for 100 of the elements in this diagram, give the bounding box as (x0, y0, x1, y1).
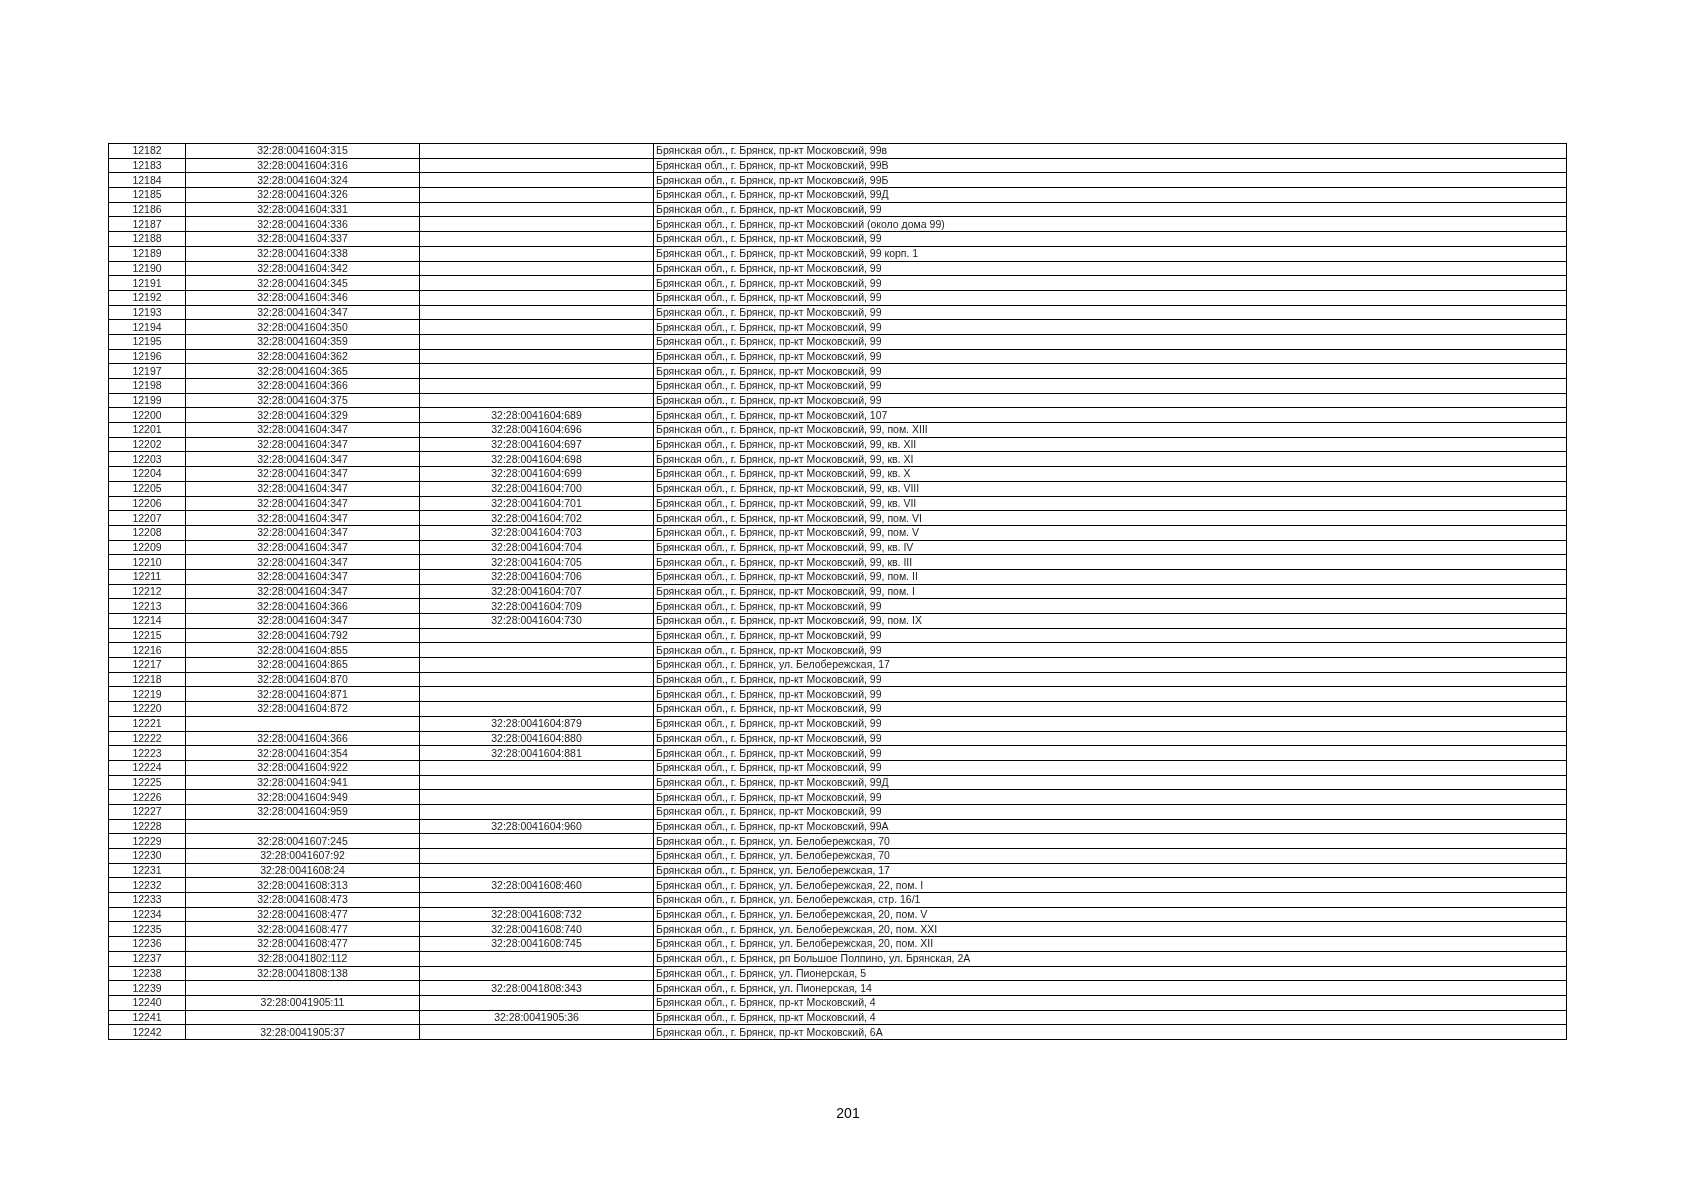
cadastral-number: 32:28:0041604:337 (185, 231, 420, 247)
cadastral-number: 32:28:0041604:347 (185, 613, 420, 629)
address-text: Брянская обл., г. Брянск, пр-кт Московский, 99 (653, 290, 1567, 306)
cadastral-number: 32:28:0041607:92 (185, 848, 420, 864)
row-number: 12221 (108, 716, 186, 731)
address-text: Брянская обл., г. Брянск, пр-кт Московский, 99 корп. 1 (653, 246, 1567, 261)
cadastral-number: 32:28:0041604:346 (185, 290, 420, 306)
row-number: 12204 (108, 466, 186, 482)
address-text: Брянская обл., г. Брянск, пр-кт Московский, 99 (653, 393, 1567, 408)
row-number: 12239 (108, 980, 186, 996)
row-number: 12225 (108, 775, 186, 790)
cadastral-number: 32:28:0041608:477 (185, 907, 420, 922)
address-text: Брянская обл., г. Брянск, пр-кт Московский, 99 (653, 202, 1567, 217)
address-text: Брянская обл., г. Брянск, пр-кт Московский, 99 (653, 378, 1567, 394)
cadastral-number: 32:28:0041604:705 (419, 554, 654, 570)
address-text: Брянская обл., г. Брянск, пр-кт Московский, 99, кв. III (653, 554, 1567, 570)
row-number: 12238 (108, 966, 186, 981)
address-text: Брянская обл., г. Брянск, пр-кт Московский, 99 (653, 745, 1567, 761)
cadastral-number: 32:28:0041604:347 (185, 305, 420, 320)
address-text: Брянская обл., г. Брянск, ул. Пионерская, 14 (653, 980, 1567, 996)
cadastral-number: 32:28:0041604:347 (185, 569, 420, 585)
row-number: 12240 (108, 995, 186, 1011)
row-number: 12186 (108, 202, 186, 217)
row-number: 12217 (108, 657, 186, 673)
row-number: 12189 (108, 246, 186, 261)
address-text: Брянская обл., г. Брянск, пр-кт Московский (около дома 99) (653, 216, 1567, 232)
cadastral-number: 32:28:0041604:855 (185, 642, 420, 658)
address-text: Брянская обл., г. Брянск, пр-кт Московский, 99, кв. X (653, 466, 1567, 482)
cadastral-number: 32:28:0041604:870 (185, 672, 420, 687)
row-number: 12234 (108, 907, 186, 922)
row-number: 12202 (108, 437, 186, 452)
cadastral-number: 32:28:0041604:366 (185, 378, 420, 394)
cadastral-number: 32:28:0041604:881 (419, 745, 654, 761)
row-number: 12197 (108, 363, 186, 379)
address-text: Брянская обл., г. Брянск, пр-кт Московский, 4 (653, 995, 1567, 1011)
cadastral-number: 32:28:0041604:696 (419, 422, 654, 438)
cadastral-number: 32:28:0041604:704 (419, 540, 654, 555)
row-number: 12242 (108, 1024, 186, 1040)
cadastral-number: 32:28:0041604:872 (185, 701, 420, 717)
cadastral-number: 32:28:0041604:316 (185, 158, 420, 173)
cadastral-number: 32:28:0041608:732 (419, 907, 654, 922)
cadastral-number: 32:28:0041604:347 (185, 584, 420, 599)
row-number: 12196 (108, 349, 186, 364)
row-number: 12223 (108, 745, 186, 761)
address-text: Брянская обл., г. Брянск, ул. Белобережская, 70 (653, 833, 1567, 849)
address-text: Брянская обл., г. Брянск, пр-кт Московский, 99 (653, 363, 1567, 379)
cadastral-number: 32:28:0041604:331 (185, 202, 420, 217)
address-text: Брянская обл., г. Брянск, ул. Пионерская, 5 (653, 966, 1567, 981)
address-text: Брянская обл., г. Брянск, ул. Белобережская, 20, пом. V (653, 907, 1567, 922)
address-text: Брянская обл., г. Брянск, пр-кт Московский, 99 (653, 261, 1567, 276)
address-text: Брянская обл., г. Брянск, пр-кт Московский, 99 (653, 731, 1567, 746)
address-text: Брянская обл., г. Брянск, пр-кт Московский, 107 (653, 407, 1567, 423)
cadastral-number: 32:28:0041604:698 (419, 451, 654, 467)
cadastral-number: 32:28:0041608:473 (185, 892, 420, 908)
cadastral-number: 32:28:0041604:701 (419, 496, 654, 511)
address-text: Брянская обл., г. Брянск, пр-кт Московский, 99Д (653, 187, 1567, 203)
address-text: Брянская обл., г. Брянск, пр-кт Московский, 99 (653, 598, 1567, 614)
address-text: Брянская обл., г. Брянск, пр-кт Московский, 99, кв. VII (653, 496, 1567, 511)
row-number: 12207 (108, 510, 186, 526)
address-text: Брянская обл., г. Брянск, пр-кт Московский, 99 (653, 275, 1567, 291)
cadastral-number: 32:28:0041604:342 (185, 261, 420, 276)
row-number: 12224 (108, 760, 186, 776)
cadastral-number: 32:28:0041808:343 (419, 980, 654, 996)
cadastral-number: 32:28:0041802:112 (185, 951, 420, 966)
cadastral-number: 32:28:0041604:871 (185, 686, 420, 702)
cadastral-number: 32:28:0041604:689 (419, 407, 654, 423)
cadastral-number: 32:28:0041905:36 (419, 1010, 654, 1025)
address-text: Брянская обл., г. Брянск, пр-кт Московский, 99В (653, 158, 1567, 173)
address-text: Брянская обл., г. Брянск, ул. Белобережская, 20, пом. XXI (653, 921, 1567, 937)
address-text: Брянская обл., г. Брянск, пр-кт Московский, 6А (653, 1024, 1567, 1040)
address-text: Брянская обл., г. Брянск, пр-кт Московский, 99 (653, 701, 1567, 717)
cadastral-number: 32:28:0041604:879 (419, 716, 654, 731)
address-text: Брянская обл., г. Брянск, пр-кт Московский, 99 (653, 789, 1567, 805)
row-number: 12201 (108, 422, 186, 438)
address-text: Брянская обл., г. Брянск, пр-кт Московский, 99 (653, 760, 1567, 776)
address-text: Брянская обл., г. Брянск, пр-кт Московский, 99, кв. IV (653, 540, 1567, 555)
cadastral-number: 32:28:0041604:347 (185, 422, 420, 438)
row-number: 12226 (108, 789, 186, 805)
row-number: 12220 (108, 701, 186, 717)
address-text: Брянская обл., г. Брянск, рп Большое Полпино, ул. Брянская, 2А (653, 951, 1567, 966)
row-number: 12219 (108, 686, 186, 702)
cadastral-number: 32:28:0041607:245 (185, 833, 420, 849)
row-number: 12215 (108, 628, 186, 643)
cadastral-number: 32:28:0041604:347 (185, 451, 420, 467)
row-number: 12213 (108, 598, 186, 614)
cadastral-number: 32:28:0041604:347 (185, 525, 420, 541)
cadastral-number: 32:28:0041604:347 (185, 540, 420, 555)
page-number: 201 (835, 1105, 861, 1121)
address-text: Брянская обл., г. Брянск, пр-кт Московский, 99, пом. VI (653, 510, 1567, 526)
cadastral-number: 32:28:0041905:37 (185, 1024, 420, 1040)
row-number: 12236 (108, 936, 186, 952)
row-number: 12187 (108, 216, 186, 232)
cadastral-number: 32:28:0041604:326 (185, 187, 420, 203)
row-number: 12214 (108, 613, 186, 629)
cadastral-number: 32:28:0041604:707 (419, 584, 654, 599)
address-text: Брянская обл., г. Брянск, пр-кт Московский, 99Б (653, 172, 1567, 188)
row-number: 12183 (108, 158, 186, 173)
row-number: 12208 (108, 525, 186, 541)
cadastral-number: 32:28:0041604:375 (185, 393, 420, 408)
cadastral-number: 32:28:0041808:138 (185, 966, 420, 981)
